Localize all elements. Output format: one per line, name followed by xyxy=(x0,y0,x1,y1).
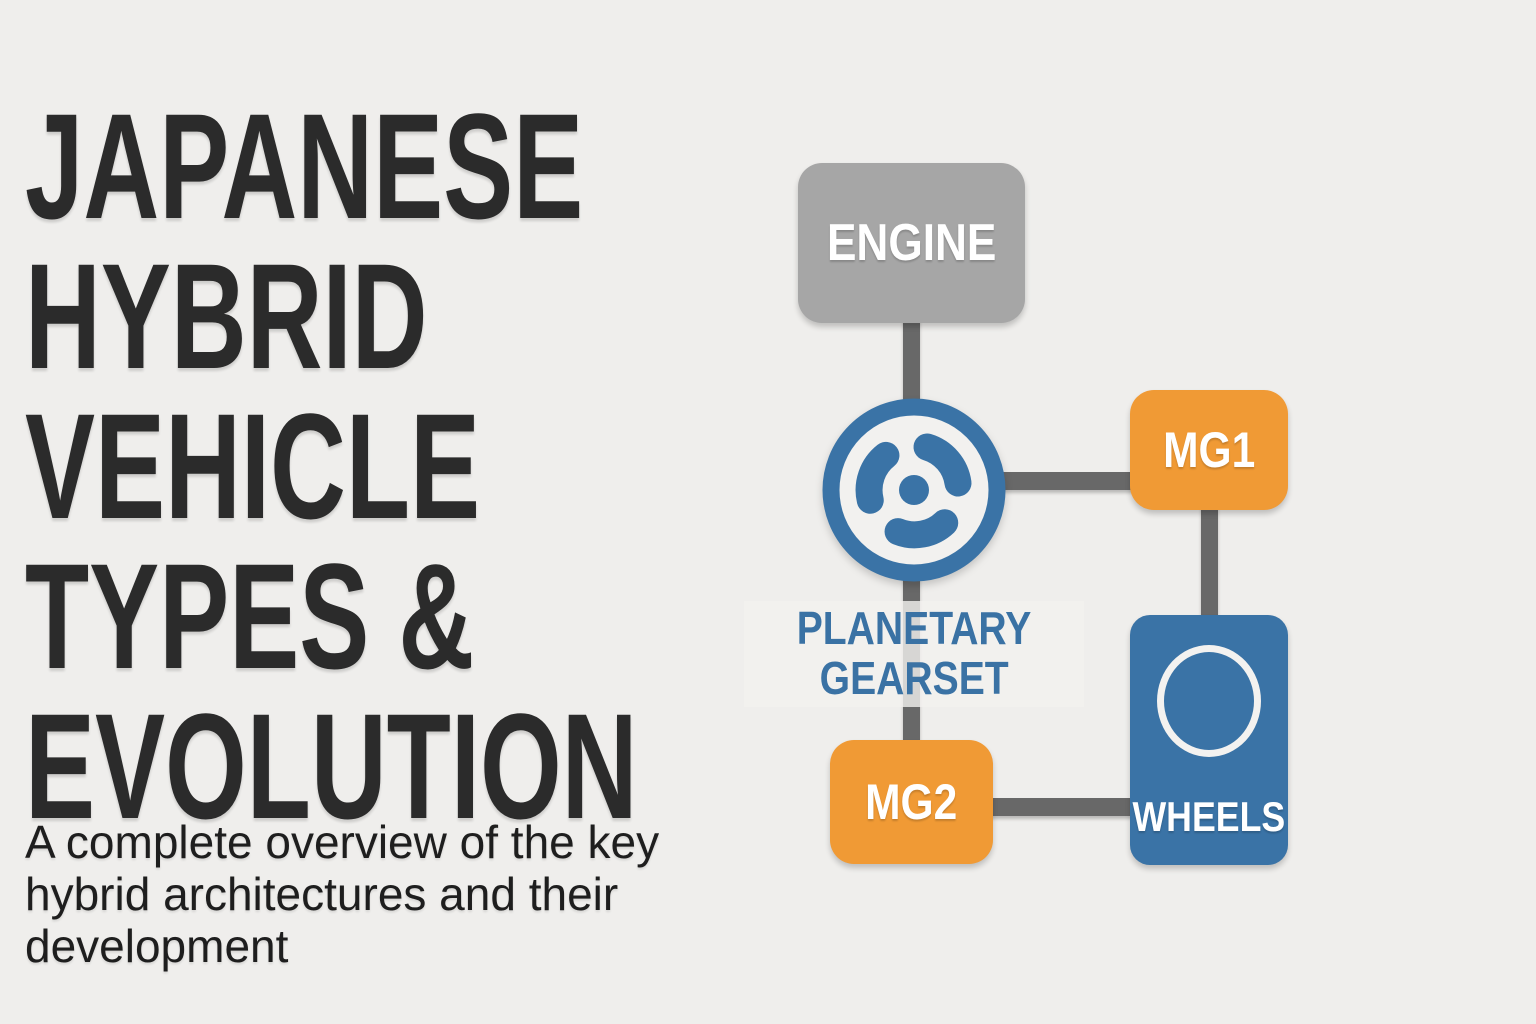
title-line-4: TYPES & xyxy=(25,532,475,700)
wheels-label: WHEELS xyxy=(1132,793,1286,840)
connector-gearset-mg1 xyxy=(975,472,1135,490)
subtitle-line-2: hybrid architectures and their xyxy=(25,868,619,920)
node-wheels: WHEELS xyxy=(1130,615,1288,865)
page-subtitle: A complete overview of the key hybrid ar… xyxy=(25,816,659,972)
subtitle-line-3: development xyxy=(25,920,289,972)
gearset-label-line-1: PLANETARY xyxy=(796,602,1032,654)
page-title: JAPANESE HYBRID VEHICLE TYPES & EVOLUTIO… xyxy=(25,91,900,841)
mg2-label: MG2 xyxy=(865,774,958,830)
title-line-5: EVOLUTION xyxy=(25,682,638,850)
connector-engine-gearset xyxy=(903,316,920,408)
engine-label: ENGINE xyxy=(826,214,997,272)
node-mg2: MG2 xyxy=(830,740,993,864)
connector-mg1-wheels xyxy=(1201,505,1218,621)
circle-outline-icon xyxy=(1157,645,1261,757)
node-mg1: MG1 xyxy=(1130,390,1288,510)
subtitle-line-1: A complete overview of the key xyxy=(25,816,660,868)
node-engine: ENGINE xyxy=(798,163,1025,323)
title-line-1: JAPANESE xyxy=(25,82,584,250)
gearset-label-line-2: GEARSET xyxy=(819,652,1009,704)
title-line-2: HYBRID xyxy=(25,232,428,400)
connector-mg2-wheels xyxy=(988,798,1135,816)
mg1-label: MG1 xyxy=(1162,422,1256,478)
title-line-3: VEHICLE xyxy=(25,382,481,550)
planetary-gearset-icon xyxy=(822,398,1006,582)
gearset-label: PLANETARY GEARSET xyxy=(744,601,1084,707)
